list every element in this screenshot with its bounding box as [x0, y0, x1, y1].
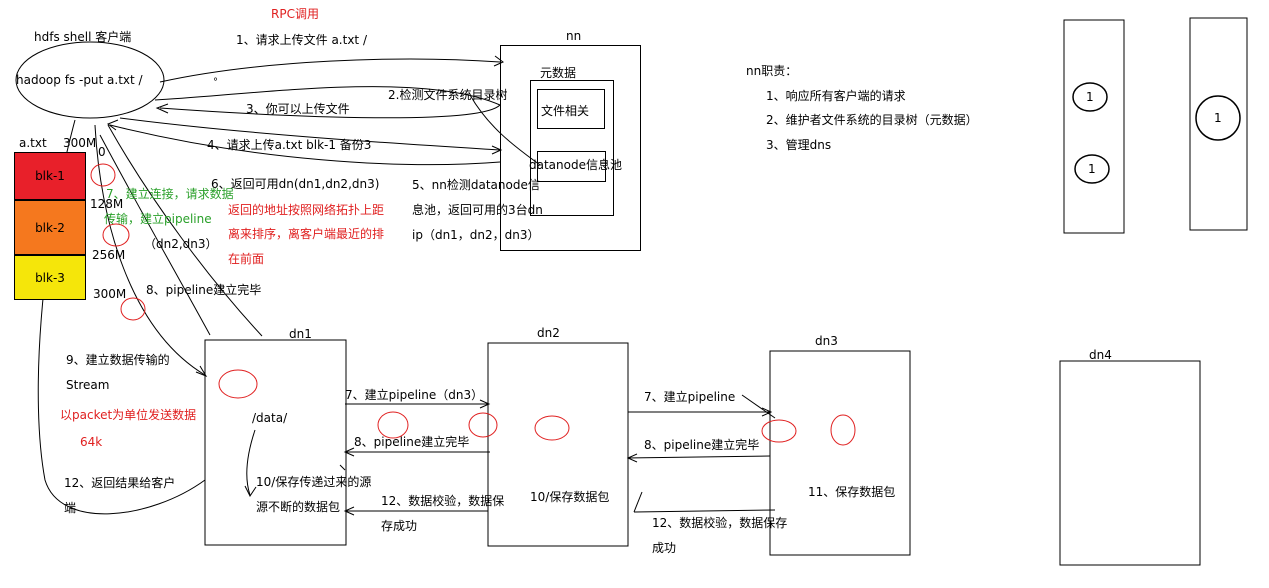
offset-128m: 128M — [90, 197, 124, 211]
step-6-note-3: 在前面 — [228, 252, 265, 266]
dn4-box — [1059, 360, 1201, 566]
nn-duty-1: 1、响应所有客户端的请求 — [766, 89, 906, 103]
nn-title: nn — [566, 29, 582, 43]
nn-duty-2: 2、维护者文件系统的目录树（元数据） — [766, 113, 978, 127]
client-dot: ° — [213, 77, 218, 88]
step-5-line-2: 息池，返回可用的3台dn — [412, 203, 543, 217]
step-12-client-1: 12、返回结果给客户 — [64, 476, 176, 490]
step-9-line-1: 9、建立数据传输的 — [66, 353, 170, 367]
sketch-digit-1: 1 — [1086, 90, 1094, 104]
offset-0: 0 — [98, 145, 106, 159]
dn3-title: dn3 — [815, 334, 838, 348]
step-7-client-2: 传输，建立pipeline — [104, 212, 212, 226]
step-10-dn2: 10/保存数据包 — [530, 490, 610, 504]
line-client-stream — [94, 124, 206, 376]
block-blk-2: blk-2 — [14, 200, 86, 255]
step-12-dn2-1: 12、数据校验，数据保存 — [652, 516, 788, 530]
step-7-client-dns: （dn2,dn3） — [144, 237, 218, 251]
step-7-client-1: 7、建立连接，请求数据 — [106, 187, 234, 201]
step-3: 3、你可以上传文件 — [246, 102, 350, 116]
rpc-label: RPC调用 — [271, 7, 319, 21]
step-1: 1、请求上传文件 a.txt / — [236, 33, 367, 47]
dn3-box — [769, 350, 911, 556]
step-12-dn2-2: 成功 — [652, 541, 677, 555]
step-6: 6、返回可用dn(dn1,dn2,dn3) — [211, 177, 380, 191]
block-blk-1: blk-1 — [14, 152, 86, 200]
dn2-title: dn2 — [537, 326, 560, 340]
step-12-dn1-1: 12、数据校验，数据保 — [381, 494, 505, 508]
nn-metadata: 元数据 — [540, 66, 577, 80]
dn2-box — [487, 342, 629, 547]
block-blk-3: blk-3 — [14, 255, 86, 300]
step-12-client-2: 端 — [64, 501, 77, 515]
sketch-box-left — [1063, 19, 1125, 234]
offset-300m: 300M — [93, 287, 127, 301]
nn-file-related: 文件相关 — [541, 104, 590, 118]
rpc-return-6 — [109, 124, 501, 166]
block-label: blk-3 — [35, 270, 65, 285]
file-name: a.txt — [19, 136, 47, 150]
nn-dn-pool: datanode信息池 — [529, 158, 622, 172]
step-5-line-3: ip（dn1，dn2，dn3） — [412, 228, 540, 242]
line-client-dn1-b — [99, 134, 211, 336]
nn-duty-3: 3、管理dns — [766, 138, 832, 152]
nn-check-loop — [469, 94, 541, 166]
sketch-box-right — [1189, 17, 1248, 231]
rpc-arrow-4 — [119, 117, 501, 151]
step-8-client: 8、pipeline建立完毕 — [146, 283, 262, 297]
nn-duties-title: nn职责： — [746, 64, 798, 78]
step-6-note-2: 离来排序，离客户端最近的排 — [228, 227, 385, 241]
dn4-title: dn4 — [1089, 348, 1112, 362]
line-client-dn1-a — [107, 124, 263, 337]
step-9-line-2: Stream — [66, 378, 110, 392]
nn-dn-pool-box — [537, 151, 606, 182]
nn-box — [500, 45, 641, 251]
step-7-dn2: 7、建立pipeline — [644, 390, 736, 404]
step-6-note-1: 返回的地址按照网络拓扑上距 — [228, 203, 385, 217]
step-8-dn1: 8、pipeline建立完毕 — [354, 435, 470, 449]
block-label: blk-1 — [35, 169, 65, 183]
nn-file-related-box — [537, 89, 605, 129]
dn1-box — [204, 339, 347, 546]
sketch-digit-2: 1 — [1088, 162, 1096, 176]
nn-metadata-box — [530, 80, 614, 216]
block-label: blk-2 — [35, 220, 65, 235]
rpc-arrow-1 — [159, 58, 501, 83]
client-command: hadoop fs -put a.txt / — [16, 73, 143, 87]
sketch-digit-3: 1 — [1214, 111, 1222, 125]
packet-line-1: 以packet为单位发送数据 — [60, 408, 197, 422]
offset-256m: 256M — [92, 248, 126, 262]
step-2: 2.检测文件系统目录树 — [388, 88, 508, 102]
step-5-line-1: 5、nn检测datanode信 — [412, 178, 540, 192]
step-10-dn1-1: 10/保存传递过来的源 — [256, 475, 372, 489]
client-ellipse — [15, 41, 165, 119]
step-10-dn1-2: 源不断的数据包 — [256, 500, 341, 514]
step-7-dn1: 7、建立pipeline（dn3） — [345, 388, 484, 402]
dn1-path: /data/ — [252, 411, 288, 425]
client-title: hdfs shell 客户端 — [34, 30, 132, 44]
step-11-dn3: 11、保存数据包 — [808, 485, 896, 499]
step-12-dn1-2: 存成功 — [381, 519, 418, 533]
dn1-title: dn1 — [289, 327, 312, 341]
step-4: 4、请求上传a.txt blk-1 备份3 — [207, 138, 372, 152]
file-size: 300M — [63, 136, 97, 150]
step-8-dn2: 8、pipeline建立完毕 — [644, 438, 760, 452]
packet-line-2: 64k — [80, 435, 103, 449]
